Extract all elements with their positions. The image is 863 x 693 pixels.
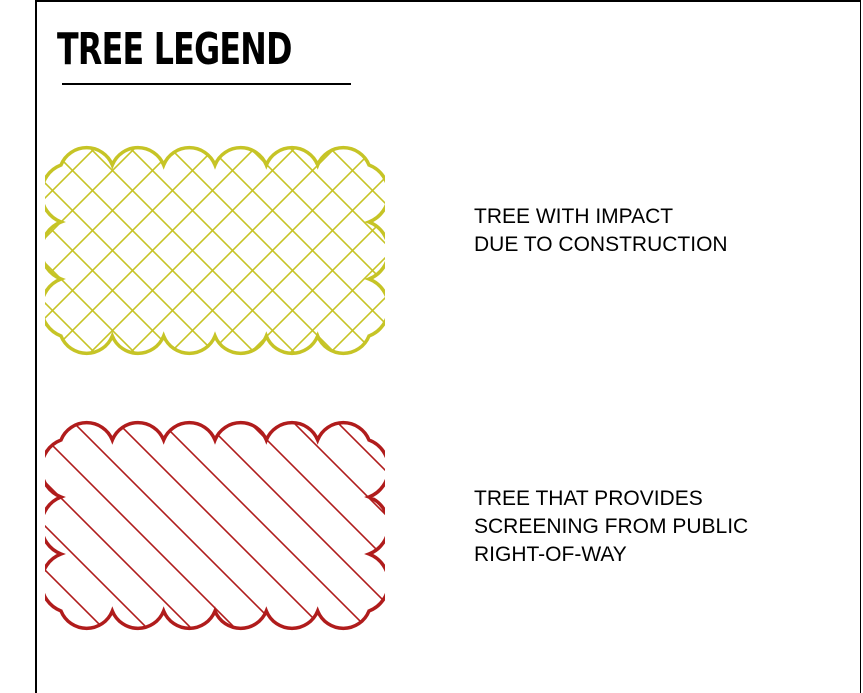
hatch-line — [45, 147, 261, 354]
screening-label-line-1: TREE THAT PROVIDES — [474, 487, 703, 510]
impact-tree-label: TREE WITH IMPACT DUE TO CONSTRUCTION — [474, 203, 728, 259]
title-underline — [62, 83, 351, 85]
hatch-lines — [45, 422, 385, 629]
hatch-line — [45, 422, 109, 629]
hatch-line — [288, 422, 385, 629]
screening-tree-label: TREE THAT PROVIDES SCREENING FROM PUBLIC… — [474, 485, 748, 569]
impact-tree-symbol — [45, 145, 385, 356]
screening-label-line-2: SCREENING FROM PUBLIC — [474, 515, 749, 538]
hatch-line — [324, 147, 385, 354]
hatch-lines — [45, 147, 385, 354]
hatch-line — [45, 422, 153, 629]
hatch-line — [244, 422, 385, 629]
hatch-line — [164, 147, 381, 354]
hatch-line — [45, 422, 197, 629]
hatch-line — [45, 147, 101, 354]
hatch-line — [68, 422, 285, 629]
hatch-line — [244, 147, 385, 354]
drawing-frame — [35, 0, 861, 693]
cloud-outline — [45, 145, 385, 356]
impact-label-line-2: DUE TO CONSTRUCTION — [474, 233, 728, 256]
hatch-line — [45, 147, 221, 354]
hatch-line — [45, 422, 241, 629]
hatch-line — [324, 147, 385, 354]
hatch-line — [45, 147, 141, 354]
hatch-line — [200, 422, 385, 629]
hatch-line — [112, 422, 329, 629]
legend-title: TREE LEGEND — [57, 24, 292, 75]
hatch-line — [332, 422, 385, 629]
hatch-line — [124, 147, 341, 354]
cloud-outline — [45, 420, 385, 631]
hatch-line — [284, 147, 385, 354]
screening-label-line-3: RIGHT-OF-WAY — [474, 543, 627, 566]
hatch-line — [284, 147, 385, 354]
impact-label-line-1: TREE WITH IMPACT — [474, 205, 674, 228]
hatch-line — [45, 147, 181, 354]
screening-tree-symbol — [45, 420, 385, 631]
hatch-line — [45, 147, 141, 354]
hatch-line — [45, 147, 101, 354]
hatch-line — [244, 147, 385, 354]
hatch-line — [156, 422, 373, 629]
hatch-line — [45, 147, 221, 354]
hatch-line — [84, 147, 301, 354]
